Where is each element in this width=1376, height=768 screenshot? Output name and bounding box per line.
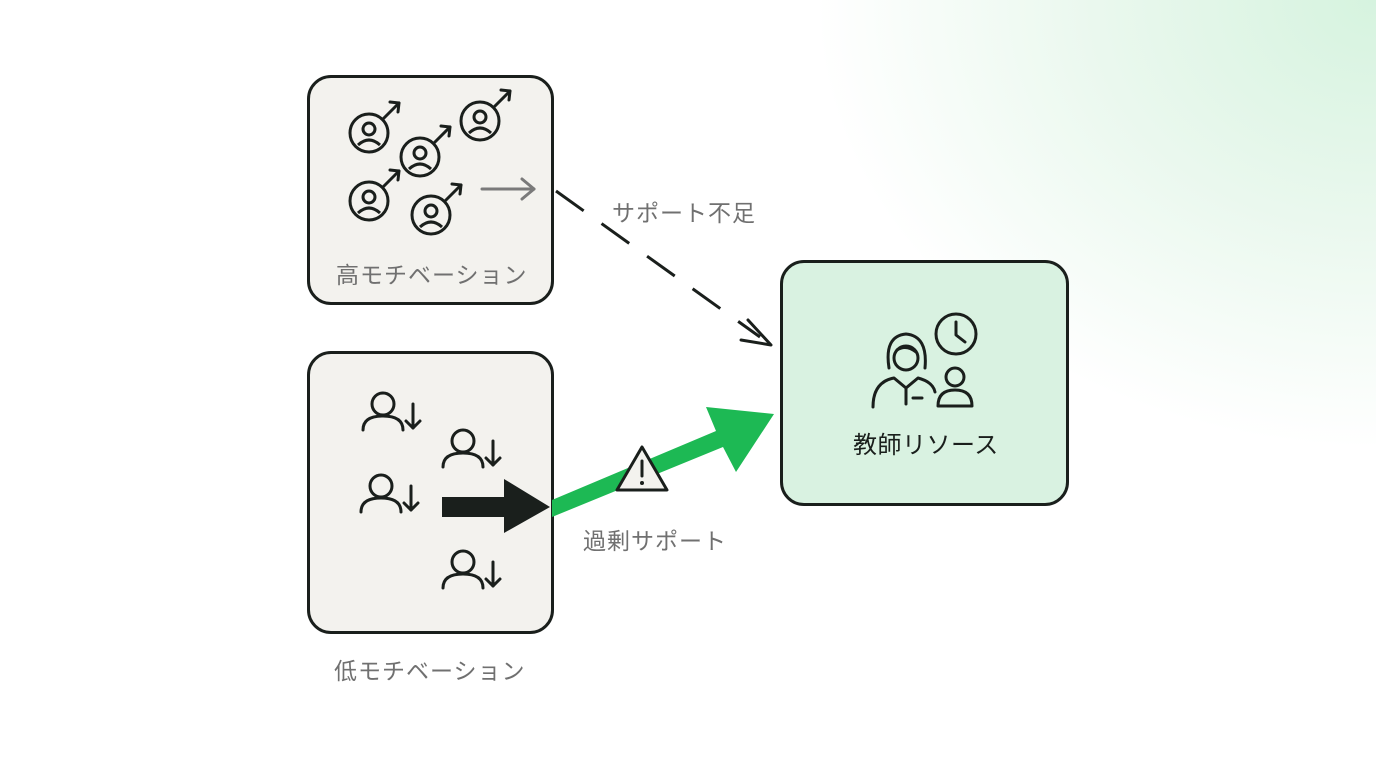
over-support-label: 過剰サポート <box>583 529 727 555</box>
arrow-right-icon <box>480 177 536 201</box>
teacher-resource-label: 教師リソース <box>853 431 999 459</box>
teacher-clock-student-icon <box>871 312 978 409</box>
warning-triangle-icon <box>615 445 669 492</box>
person-up-arrow-icon <box>348 168 401 222</box>
person-up-arrow-icon <box>459 88 512 142</box>
under-support-label: サポート不足 <box>612 201 756 227</box>
person-down-arrow-icon <box>441 549 502 590</box>
bold-arrow-right-icon <box>442 479 550 533</box>
person-up-arrow-icon <box>410 182 463 236</box>
person-down-arrow-icon <box>359 473 420 514</box>
under-support-arrow <box>555 189 773 347</box>
person-up-arrow-icon <box>348 100 401 154</box>
person-up-arrow-icon <box>399 124 452 178</box>
person-down-arrow-icon <box>361 391 422 432</box>
over-support-arrow <box>552 407 774 517</box>
teacher-resource-box <box>780 260 1069 506</box>
low-motivation-label: 低モチベーション <box>334 659 526 685</box>
high-motivation-label: 高モチベーション <box>336 263 528 289</box>
person-down-arrow-icon <box>441 428 502 469</box>
